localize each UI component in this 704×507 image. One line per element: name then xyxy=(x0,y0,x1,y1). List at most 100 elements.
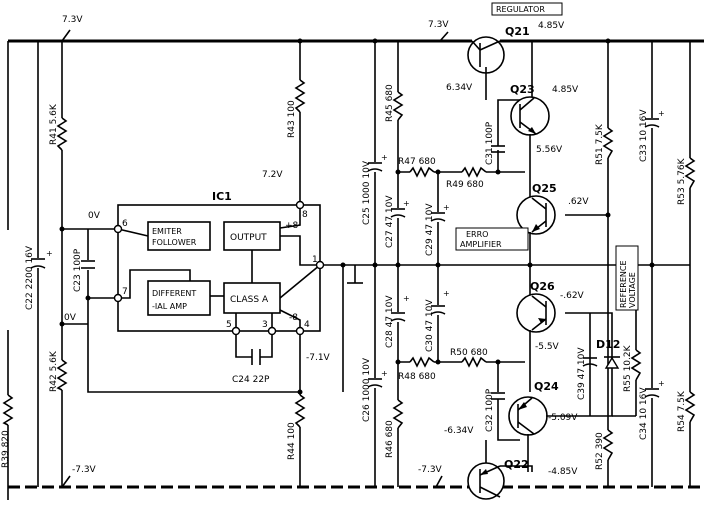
resistor-r48 xyxy=(409,356,435,368)
voltage-label: 0V xyxy=(88,211,101,221)
junction xyxy=(435,262,441,268)
reference-tag-box xyxy=(615,245,639,311)
block-label: -IAL AMP xyxy=(152,302,187,311)
block-label: EMITER xyxy=(152,227,182,236)
component-label: C24 22P xyxy=(232,375,270,385)
block-label: CLASS A xyxy=(230,295,269,305)
component-label: C39 47 10V xyxy=(577,347,587,400)
regulator-tag: REGULATOR xyxy=(496,5,545,14)
ic-pin xyxy=(231,326,241,336)
pin-number: 7 xyxy=(122,287,128,297)
capacitor-c33: + xyxy=(644,109,665,128)
voltage-label: -4.85V xyxy=(548,467,578,477)
ic-pin xyxy=(295,326,305,336)
voltage-label: -.62V xyxy=(560,291,585,301)
component-label: R39 820 xyxy=(1,430,11,468)
svg-text:+: + xyxy=(443,289,450,298)
transistor-q23 xyxy=(510,96,550,136)
component-label: C25 1000 10V xyxy=(362,160,372,225)
pin-number: 3 xyxy=(262,320,268,330)
component-label: C26 1000 10V xyxy=(362,357,372,422)
junction xyxy=(59,321,65,327)
component-label: C22 2200 16V xyxy=(25,245,35,310)
junction xyxy=(605,38,611,44)
ic-pin xyxy=(315,260,325,270)
voltage-label: 6.34V xyxy=(446,83,473,93)
error-amp-tag: AMPLIFIER xyxy=(460,240,502,249)
capacitor-c22: + xyxy=(30,249,53,269)
transistor-q21 xyxy=(467,36,505,84)
rail-label: 7.3V xyxy=(62,15,83,25)
capacitor-c30: + xyxy=(430,289,450,315)
svg-text:+: + xyxy=(658,379,665,388)
voltage-label: -5.09V xyxy=(548,413,578,423)
ground-symbol xyxy=(347,265,363,284)
component-label: R51 7.5K xyxy=(595,123,605,165)
wire xyxy=(500,465,533,472)
resistor-r51 xyxy=(602,127,614,159)
pin-label: -8 xyxy=(289,313,298,323)
voltage-label: .62V xyxy=(568,197,589,207)
component-label: C23 100P xyxy=(73,248,83,292)
rail-label: 7.3V xyxy=(428,20,449,30)
wire xyxy=(500,40,533,100)
transistor-label: Q23 xyxy=(510,83,535,96)
transistor-label: Q25 xyxy=(532,182,557,195)
resistor-r43 xyxy=(294,79,306,113)
resistor-r53 xyxy=(684,157,696,189)
feedback-wire xyxy=(87,298,300,393)
junction xyxy=(59,226,65,232)
component-label: R46 680 xyxy=(385,420,395,458)
component-label: R47 680 xyxy=(398,157,436,167)
wire xyxy=(497,99,520,146)
component-label: R52 390 xyxy=(595,432,605,470)
component-label: R45 680 xyxy=(385,84,395,122)
junction xyxy=(372,38,378,44)
block-label: FOLLOWER xyxy=(152,238,197,247)
pin-number: 6 xyxy=(122,219,128,229)
capacitor-c27: + xyxy=(390,199,410,218)
resistor-r54 xyxy=(684,391,696,423)
component-label: R42 5.6K xyxy=(49,350,59,392)
negative-rail xyxy=(8,475,704,489)
rail-label: -7.3V xyxy=(72,465,97,475)
component-label: R48 680 xyxy=(398,372,436,382)
junction xyxy=(297,38,303,44)
rail-label: -7.3V xyxy=(418,465,443,475)
svg-text:+: + xyxy=(443,203,450,212)
transistor-label: Q24 xyxy=(534,380,559,393)
transistor-q25 xyxy=(516,195,556,235)
positive-rail xyxy=(8,29,704,43)
component-label: R53 5.76K xyxy=(677,157,687,205)
resistor-r42 xyxy=(56,359,68,391)
ic-pin xyxy=(295,200,305,210)
svg-text:+: + xyxy=(403,199,410,208)
transistor-label: Q21 xyxy=(505,25,530,38)
pin-label: +8 xyxy=(285,221,299,231)
ic-pin xyxy=(113,224,123,234)
svg-text:+: + xyxy=(658,109,665,118)
junction xyxy=(605,212,611,218)
component-label: C31 100P xyxy=(485,121,495,165)
resistor-r47 xyxy=(409,166,435,178)
resistor-r46 xyxy=(392,399,404,429)
regulator-tag-box xyxy=(491,2,563,16)
ic-pin xyxy=(267,326,277,336)
wire xyxy=(497,399,520,441)
voltage-label: 4.85V xyxy=(538,21,565,31)
component-label: C33 10 16V xyxy=(639,109,649,162)
component-label: R43 100 xyxy=(287,100,297,138)
pin-number: 1 xyxy=(312,255,318,265)
capacitor-c34: + xyxy=(644,379,665,398)
resistor-r52 xyxy=(602,429,614,461)
ic1-label: IC1 xyxy=(212,190,232,203)
transistor-label: Q26 xyxy=(530,280,555,293)
component-label: R44 100 xyxy=(287,422,297,460)
component-label: R55 10.2K xyxy=(623,344,633,392)
ic1-package xyxy=(117,204,321,332)
pin-number: 4 xyxy=(304,320,310,330)
component-label: C34 10 16V xyxy=(639,387,649,440)
ic-pin xyxy=(113,293,123,303)
pin-number: 5 xyxy=(226,320,232,330)
component-label: C28 47 10V xyxy=(385,295,395,348)
